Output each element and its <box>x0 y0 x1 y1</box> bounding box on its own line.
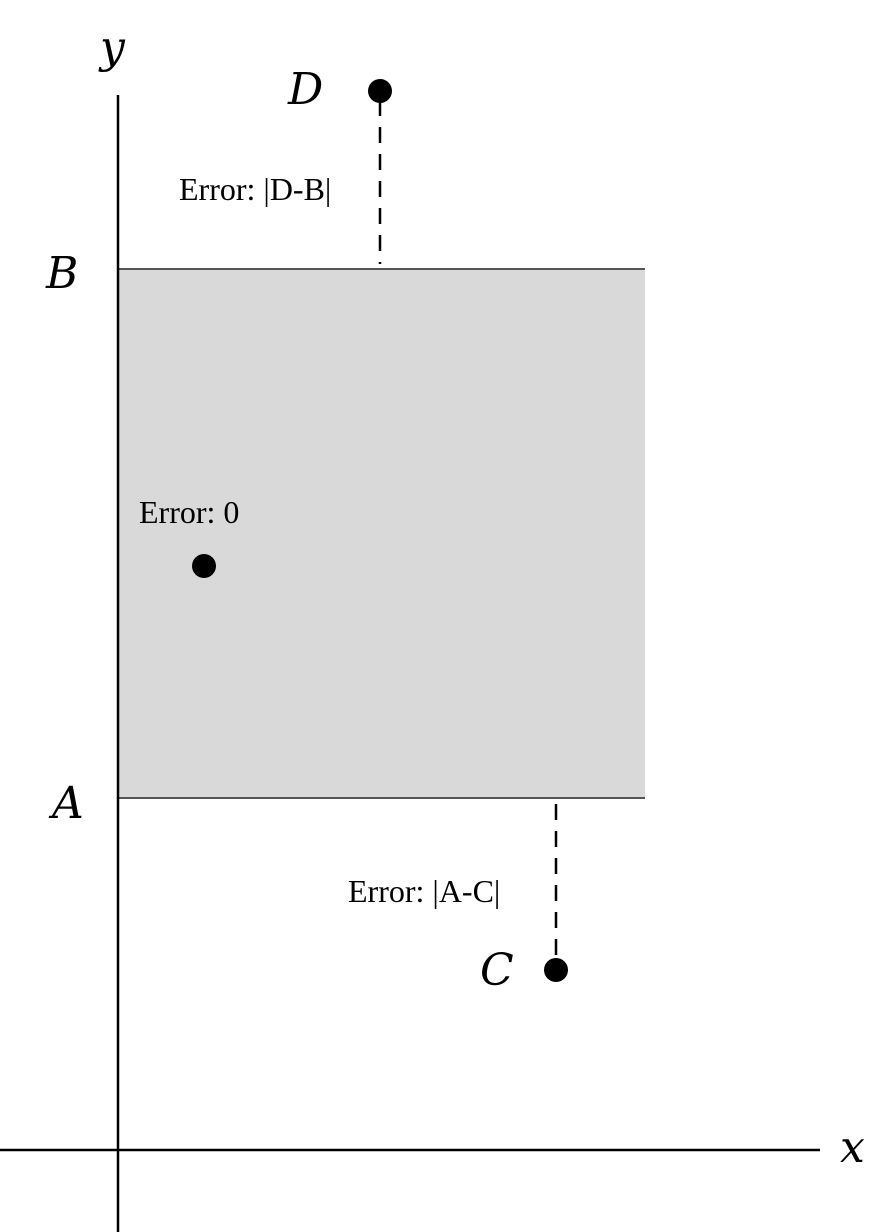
error-label-inside: Error: 0 <box>139 494 239 530</box>
upper-bound-label: B <box>45 248 78 299</box>
lower-bound-label: A <box>48 778 84 829</box>
point-inside <box>192 554 216 578</box>
tolerance-band <box>118 269 645 798</box>
point-d-label: D <box>287 64 323 115</box>
point-c <box>544 958 568 982</box>
y-axis-label: y <box>98 22 126 73</box>
error-label-above: Error: |D-B| <box>179 171 331 207</box>
point-c-label: C <box>480 945 514 996</box>
error-label-below: Error: |A-C| <box>348 873 500 909</box>
point-d <box>368 79 392 103</box>
x-axis-label: x <box>840 1122 865 1173</box>
